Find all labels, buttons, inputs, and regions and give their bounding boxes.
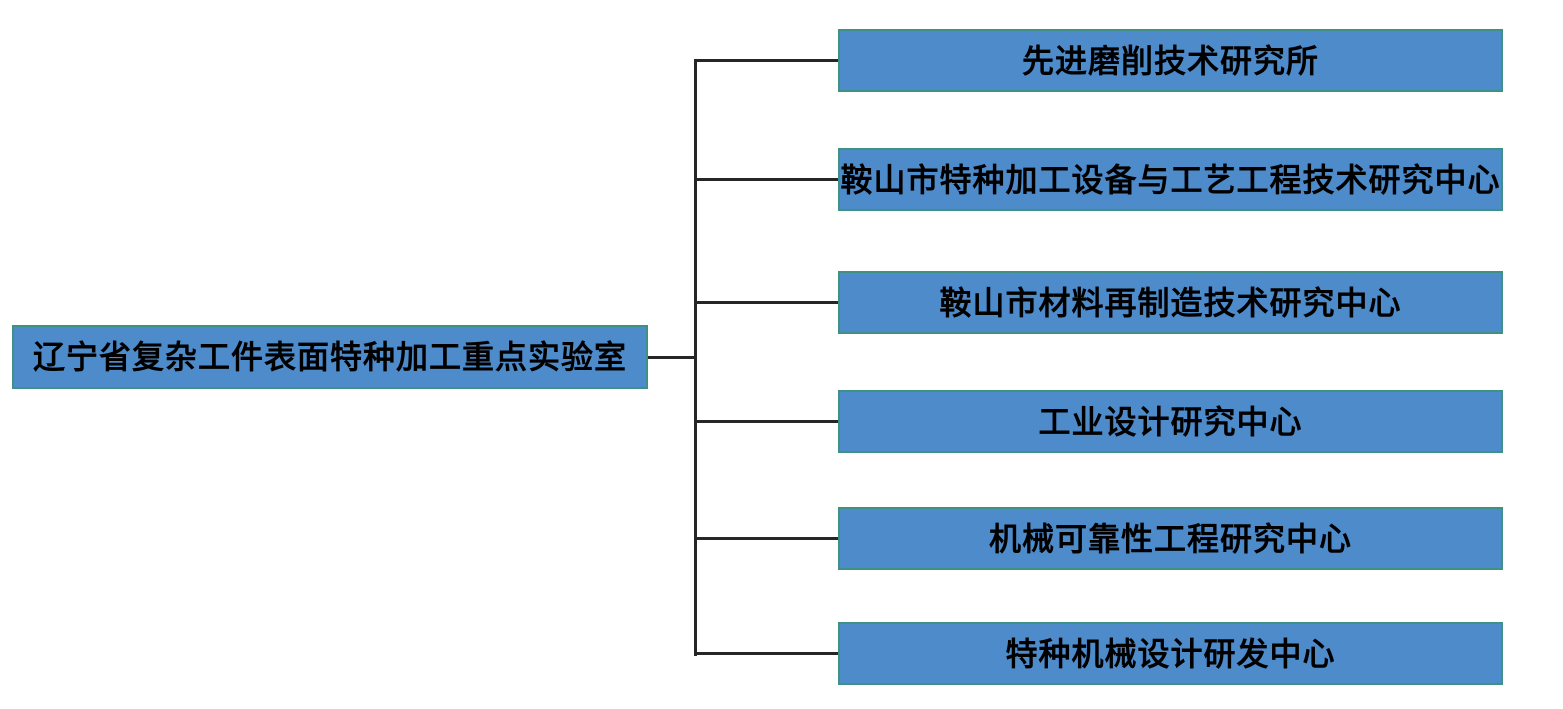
connector-branch-line: [694, 301, 838, 304]
connector-root-line: [646, 356, 696, 359]
org-node-child: 特种机械设计研发中心: [838, 622, 1503, 685]
org-node-child-label: 机械可靠性工程研究中心: [988, 520, 1352, 557]
org-node-child: 机械可靠性工程研究中心: [838, 507, 1503, 570]
org-node-child-label: 鞍山市特种加工设备与工艺工程技术研究中心: [840, 161, 1501, 198]
connector-branch-line: [694, 178, 838, 181]
org-node-child-label: 先进磨削技术研究所: [1021, 42, 1319, 79]
org-node-child: 鞍山市材料再制造技术研究中心: [838, 271, 1503, 334]
connector-branch-line: [694, 420, 838, 423]
org-node-child: 工业设计研究中心: [838, 390, 1503, 453]
org-node-root: 辽宁省复杂工件表面特种加工重点实验室: [12, 325, 648, 389]
org-node-root-label: 辽宁省复杂工件表面特种加工重点实验室: [32, 339, 627, 375]
org-node-child: 鞍山市特种加工设备与工艺工程技术研究中心: [838, 148, 1503, 211]
org-node-child-label: 特种机械设计研发中心: [1005, 635, 1336, 672]
connector-branch-line: [694, 59, 838, 62]
org-node-child-label: 鞍山市材料再制造技术研究中心: [939, 284, 1402, 321]
org-node-child: 先进磨削技术研究所: [838, 29, 1503, 92]
org-node-child-label: 工业设计研究中心: [1038, 403, 1303, 440]
connector-branch-line: [694, 652, 838, 655]
connector-branch-line: [694, 537, 838, 540]
